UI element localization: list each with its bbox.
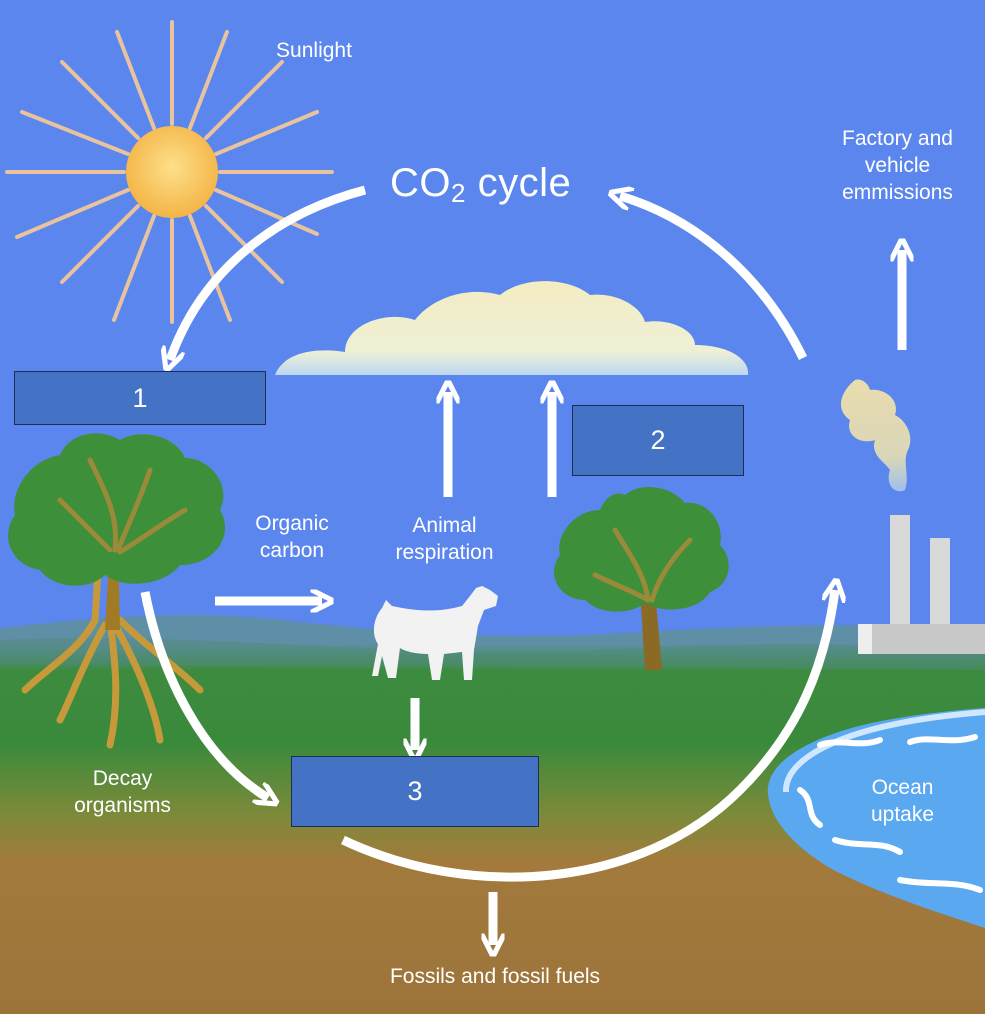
arrow-tree-to-decay [140,591,268,798]
fossils-label: Fossils and fossil fuels [389,965,601,988]
answer-box-1[interactable]: 1 [14,371,266,425]
title-co: CO [390,161,451,205]
animal-respiration-label: Animal respiration [395,514,494,564]
answer-box-3[interactable]: 3 [291,756,539,827]
arrow-emissions-to-cycle [620,196,808,360]
hills [0,637,985,670]
decay-organisms-label: Decay organisms [74,767,171,817]
tree-left-icon [8,433,226,749]
ocean-waves [797,734,983,893]
title-subscript: 2 [451,178,466,208]
arrow-cycle-to-box1 [170,185,367,360]
goat-icon [372,586,498,680]
ocean-shoreline [783,709,985,793]
cycle-arrows [140,185,902,945]
sunlight-label: Sunlight [276,39,352,62]
arrow-ground-to-ocean [341,590,835,882]
cloud-icon [275,281,749,375]
ocean-uptake-label: Ocean uptake [870,776,935,826]
ocean [767,708,985,928]
organic-carbon-label: Organic carbon [255,512,329,562]
factory-emissions-label: Factory and vehicle emmissions [842,127,953,204]
sun-icon [5,20,334,324]
smoke-icon [840,379,911,492]
answer-box-2[interactable]: 2 [572,405,744,476]
factory-icon [858,515,985,654]
tree-right-icon [554,487,729,670]
cycle-title: CO2 cycle [390,158,571,210]
title-suffix: cycle [465,161,572,205]
